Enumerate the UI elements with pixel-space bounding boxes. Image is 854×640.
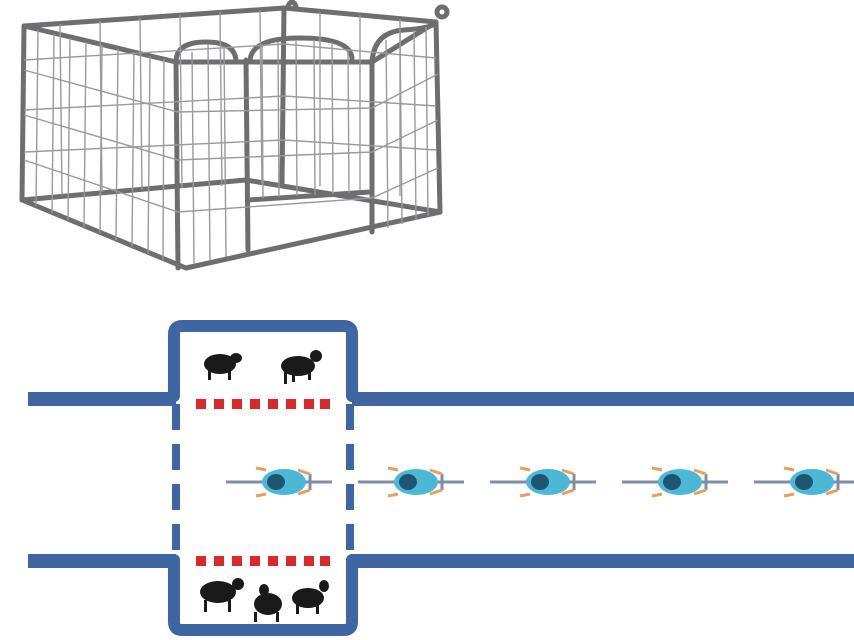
cyclist-arms — [255, 466, 267, 498]
cyclist-hands — [297, 468, 311, 496]
cyclist-arms — [783, 466, 795, 498]
cyclist-row — [226, 466, 854, 498]
road-bottom-left — [28, 554, 176, 568]
farm-animal-silhouette-icon — [204, 353, 242, 380]
cyclist-hands — [693, 468, 707, 496]
playpen-frame — [19, 0, 450, 271]
road-bottom-right — [352, 554, 854, 568]
animals-top — [204, 350, 322, 384]
cyclist-head — [399, 474, 417, 490]
cyclist-hands — [561, 468, 575, 496]
cyclist-head — [267, 474, 285, 490]
cyclist-arms — [519, 466, 531, 498]
cyclist-arms — [387, 466, 399, 498]
barrier-lines — [196, 399, 330, 566]
farm-animal-silhouette-icon — [292, 580, 329, 614]
cyclist-top-view-icon — [490, 466, 596, 498]
road-diagram — [28, 320, 854, 636]
farm-animal-silhouette-icon — [281, 350, 322, 384]
pen-enclosure — [168, 320, 358, 636]
cyclist-head — [795, 474, 813, 490]
cyclist-top-view-icon — [358, 466, 464, 498]
cyclist-head — [663, 474, 681, 490]
cyclist-head — [531, 474, 549, 490]
cyclist-top-view-icon — [754, 466, 854, 498]
playpen-mesh — [23, 9, 439, 265]
cyclist-top-view-icon — [622, 466, 728, 498]
cyclist-arms — [651, 466, 663, 498]
animals-bottom — [200, 578, 329, 622]
road-top-left — [28, 392, 176, 406]
farm-animal-silhouette-icon — [254, 584, 282, 622]
farm-animal-silhouette-icon — [200, 578, 244, 612]
barrier-bottom — [196, 556, 330, 566]
pet-playpen-icon — [19, 0, 450, 271]
cyclist-hands — [429, 468, 443, 496]
road-top-right — [352, 392, 854, 406]
cyclist-top-view-icon — [226, 466, 332, 498]
cyclist-hands — [825, 468, 839, 496]
pen-dashed-walls — [172, 404, 354, 556]
barrier-top — [196, 399, 330, 409]
